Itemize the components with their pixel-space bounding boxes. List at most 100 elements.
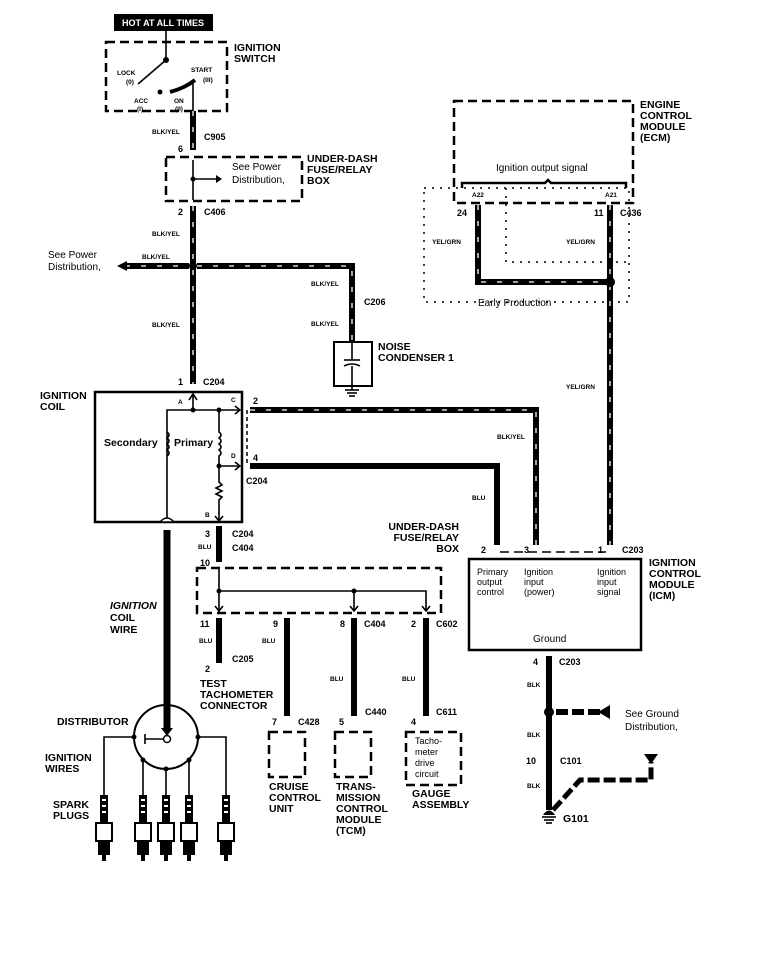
svg-text:BLU: BLU	[472, 495, 486, 502]
arrow-right-icon	[216, 175, 222, 183]
under-dash-fuse-box-top: See Power Distribution, UNDER-DASH FUSE/…	[164, 153, 378, 203]
svg-text:9: 9	[273, 619, 278, 629]
svg-text:BLU: BLU	[198, 544, 212, 551]
svg-text:MODULE: MODULE	[336, 814, 382, 826]
svg-text:circuit: circuit	[415, 769, 439, 779]
svg-text:Primary: Primary	[174, 437, 213, 449]
svg-text:3: 3	[524, 545, 529, 555]
svg-text:CONTROL: CONTROL	[336, 803, 388, 815]
svg-text:IGNITION: IGNITION	[110, 600, 157, 612]
badge-text: HOT AT ALL TIMES	[122, 18, 204, 28]
svg-text:Secondary: Secondary	[104, 437, 158, 449]
svg-text:C203: C203	[559, 657, 581, 667]
wire-to-noise-condenser: BLK/YEL C206 BLK/YEL	[197, 263, 386, 342]
svg-text:LOCK: LOCK	[117, 70, 136, 77]
svg-text:MODULE: MODULE	[649, 579, 695, 591]
svg-text:Primary: Primary	[477, 567, 508, 577]
svg-text:BLK/YEL: BLK/YEL	[311, 321, 339, 328]
svg-text:4: 4	[253, 453, 258, 463]
svg-text:NOISE: NOISE	[378, 341, 411, 353]
ignition-coil-wire: IGNITION COIL WIRE	[110, 517, 176, 736]
svg-text:BLK/YEL: BLK/YEL	[497, 434, 525, 441]
svg-text:Distribution,: Distribution,	[232, 175, 285, 186]
svg-text:C: C	[231, 397, 236, 404]
svg-text:8: 8	[340, 619, 345, 629]
connector-c602: C602	[436, 619, 458, 629]
svg-text:(II): (II)	[175, 106, 183, 113]
svg-text:YEL/GRN: YEL/GRN	[566, 239, 595, 246]
connector-c206: C206	[364, 297, 386, 307]
spark-plug-icon	[134, 795, 152, 861]
svg-text:Distribution,: Distribution,	[48, 262, 101, 273]
svg-text:input: input	[524, 577, 544, 587]
svg-text:(III): (III)	[203, 77, 213, 84]
svg-text:FUSE/RELAY: FUSE/RELAY	[393, 532, 459, 544]
svg-text:ENGINE: ENGINE	[640, 99, 680, 111]
svg-text:10: 10	[526, 756, 536, 766]
spark-plug-icon	[95, 795, 113, 861]
svg-text:7: 7	[272, 717, 277, 727]
svg-text:B: B	[205, 512, 210, 519]
svg-text:A22: A22	[472, 192, 484, 199]
svg-text:IGNITION: IGNITION	[649, 557, 696, 569]
connector-c101: C101	[560, 756, 582, 766]
connector-c905: C905	[204, 132, 226, 142]
svg-text:ON: ON	[174, 98, 184, 105]
ignition-switch: LOCK (0) ACC (I) ON (II) START (III) IGN…	[104, 31, 281, 113]
svg-text:WIRES: WIRES	[45, 763, 79, 775]
connector-c436: C436	[620, 208, 642, 218]
wire-coil-d-to-icm: 4 C204 BLU	[246, 453, 500, 545]
svg-text:2: 2	[481, 545, 486, 555]
svg-text:24: 24	[457, 208, 467, 218]
svg-text:See Power: See Power	[232, 162, 282, 173]
svg-text:IGNITION: IGNITION	[45, 752, 92, 764]
svg-text:BOX: BOX	[436, 543, 459, 555]
hot-at-all-times-badge: HOT AT ALL TIMES	[114, 14, 213, 31]
svg-text:Tacho-: Tacho-	[415, 736, 442, 746]
svg-text:COIL: COIL	[40, 401, 66, 413]
svg-text:signal: signal	[597, 587, 621, 597]
svg-text:1: 1	[598, 545, 603, 555]
svg-text:CRUISE: CRUISE	[269, 781, 309, 793]
svg-text:BLK: BLK	[527, 682, 541, 689]
svg-text:(ECM): (ECM)	[640, 132, 670, 144]
svg-text:TRANS-: TRANS-	[336, 781, 376, 793]
svg-text:START: START	[191, 67, 212, 74]
svg-text:4: 4	[411, 717, 416, 727]
splice-point	[605, 277, 615, 287]
svg-text:C204: C204	[232, 529, 254, 539]
svg-text:GAUGE: GAUGE	[412, 788, 451, 800]
svg-text:COIL: COIL	[110, 612, 136, 624]
noise-condenser: NOISE CONDENSER 1	[333, 341, 454, 397]
spark-plug-icon	[217, 795, 235, 861]
svg-text:YEL/GRN: YEL/GRN	[432, 239, 461, 246]
svg-text:(TCM): (TCM)	[336, 825, 366, 837]
splice-point	[544, 707, 554, 717]
svg-text:SPARK: SPARK	[53, 799, 89, 811]
secondary-winding	[165, 431, 170, 457]
svg-text:Ignition output signal: Ignition output signal	[496, 163, 588, 174]
svg-text:WIRE: WIRE	[110, 624, 137, 636]
svg-text:2: 2	[178, 207, 183, 217]
svg-text:10: 10	[200, 558, 210, 568]
svg-text:(I): (I)	[137, 106, 143, 113]
wire-coil-b-to-fusebox: 3 C204 BLU C404 10	[198, 526, 254, 568]
transmission-control-module: 5 C440 TRANS- MISSION CONTROL MODULE (TC…	[333, 707, 388, 837]
connector-c205: C205	[232, 654, 254, 664]
gauge-assembly: 4 C611 Tacho- meter drive circuit GAUGE …	[404, 707, 469, 811]
connector-c203: C203	[622, 545, 644, 555]
svg-text:(ICM): (ICM)	[649, 590, 675, 602]
svg-text:BLK/YEL: BLK/YEL	[311, 281, 339, 288]
svg-text:UNIT: UNIT	[269, 803, 294, 815]
svg-text:CONNECTOR: CONNECTOR	[200, 700, 268, 712]
connector-c611: C611	[436, 707, 457, 717]
svg-text:(0): (0)	[126, 79, 134, 86]
svg-text:2: 2	[253, 396, 258, 406]
svg-text:A: A	[178, 399, 183, 406]
connector-c428: C428	[298, 717, 320, 727]
primary-winding	[217, 410, 222, 466]
svg-text:5: 5	[339, 717, 344, 727]
svg-text:drive: drive	[415, 758, 435, 768]
svg-text:See Ground: See Ground	[625, 709, 679, 720]
